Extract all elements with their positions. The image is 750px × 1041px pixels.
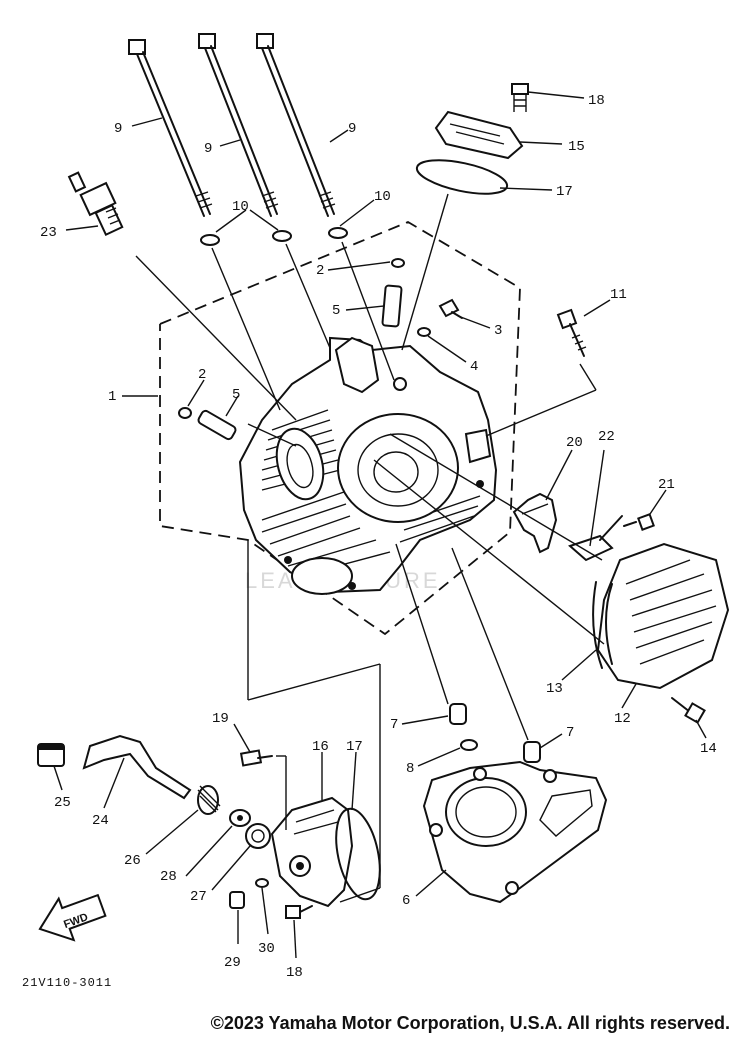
- callout-25: 25: [54, 795, 71, 811]
- callout-2: 2: [198, 367, 206, 383]
- callout-2: 2: [316, 263, 324, 279]
- callouts: 9 9 9 18 15 17 10 10 23 2 5 3 4 11 1 2 5…: [40, 93, 717, 981]
- cylinder-head-part: [238, 336, 498, 595]
- callout-9: 9: [348, 121, 356, 137]
- bolt-part: [671, 697, 706, 724]
- callout-23: 23: [40, 225, 57, 241]
- callout-21: 21: [658, 477, 675, 493]
- valve-guide-part: [197, 409, 237, 441]
- washer-part: [328, 227, 348, 239]
- fwd-arrow-icon: FWD: [38, 893, 107, 942]
- callout-15: 15: [568, 139, 585, 155]
- callout-20: 20: [566, 435, 583, 451]
- dowel-part: [449, 703, 467, 725]
- callout-11: 11: [610, 287, 627, 303]
- callout-16: 16: [312, 739, 329, 755]
- cap-part: [37, 743, 65, 767]
- drawing-code: 21V110-3011: [22, 976, 112, 990]
- washer-part: [417, 327, 431, 337]
- callout-17: 17: [346, 739, 363, 755]
- side-cover-part: [596, 542, 730, 690]
- callout-29: 29: [224, 955, 241, 971]
- spark-plug-part: [67, 171, 124, 237]
- callout-14: 14: [700, 741, 717, 757]
- callout-30: 30: [258, 941, 275, 957]
- bolt-part: [623, 513, 655, 531]
- bolt-part: [438, 298, 463, 319]
- o-ring-part: [415, 159, 509, 195]
- leader-lines: [53, 91, 707, 959]
- head-gasket-part: [422, 760, 608, 904]
- clip-part: [178, 407, 192, 419]
- bracket-part: [568, 515, 623, 562]
- callout-5: 5: [232, 387, 240, 403]
- cap-bolt-part: [511, 83, 529, 112]
- head-bolt-part: [198, 33, 279, 217]
- dowel-part: [523, 741, 541, 763]
- exploded-parts-diagram: LEADVENTURE: [22, 33, 730, 990]
- clip-part: [391, 258, 405, 268]
- oil-pipe-part: [512, 492, 558, 554]
- callout-27: 27: [190, 889, 207, 905]
- callout-9: 9: [114, 121, 122, 137]
- bolt-part: [285, 905, 313, 919]
- washer-part: [200, 234, 220, 246]
- washer-part: [272, 230, 292, 242]
- bolt-part: [556, 308, 587, 357]
- callout-9: 9: [204, 141, 212, 157]
- callout-26: 26: [124, 853, 141, 869]
- tappet-cover-part: [434, 110, 524, 160]
- callout-1: 1: [108, 389, 116, 405]
- copyright-notice: ©2023 Yamaha Motor Corporation, U.S.A. A…: [210, 1013, 730, 1033]
- head-assembly-boundary: [159, 220, 521, 636]
- head-bolt-part: [256, 33, 336, 217]
- callout-7: 7: [390, 717, 398, 733]
- outlet-cover-part: [270, 796, 354, 908]
- gasket-part: [592, 581, 603, 669]
- callout-7: 7: [566, 725, 574, 741]
- callout-19: 19: [212, 711, 229, 727]
- callout-12: 12: [614, 711, 631, 727]
- washer-part: [460, 739, 478, 751]
- callout-18: 18: [286, 965, 303, 981]
- washer-part: [255, 878, 269, 888]
- shaft-part: [82, 734, 192, 800]
- washer-part: [229, 809, 251, 827]
- bolt-part: [239, 749, 273, 767]
- callout-18: 18: [588, 93, 605, 109]
- assembly-lines: [135, 193, 605, 903]
- seal-part: [245, 823, 271, 849]
- callout-3: 3: [494, 323, 502, 339]
- callout-10: 10: [232, 199, 249, 215]
- callout-28: 28: [160, 869, 177, 885]
- callout-8: 8: [406, 761, 414, 777]
- valve-guide-part: [381, 284, 403, 328]
- callout-4: 4: [470, 359, 478, 375]
- head-bolt-part: [128, 39, 213, 217]
- spring-part: [197, 785, 221, 815]
- callout-24: 24: [92, 813, 109, 829]
- callout-17: 17: [556, 184, 573, 200]
- plug-part: [229, 891, 245, 909]
- callout-10: 10: [374, 189, 391, 205]
- callout-22: 22: [598, 429, 615, 445]
- callout-5: 5: [332, 303, 340, 319]
- callout-6: 6: [402, 893, 410, 909]
- o-ring-part: [335, 807, 381, 901]
- callout-13: 13: [546, 681, 563, 697]
